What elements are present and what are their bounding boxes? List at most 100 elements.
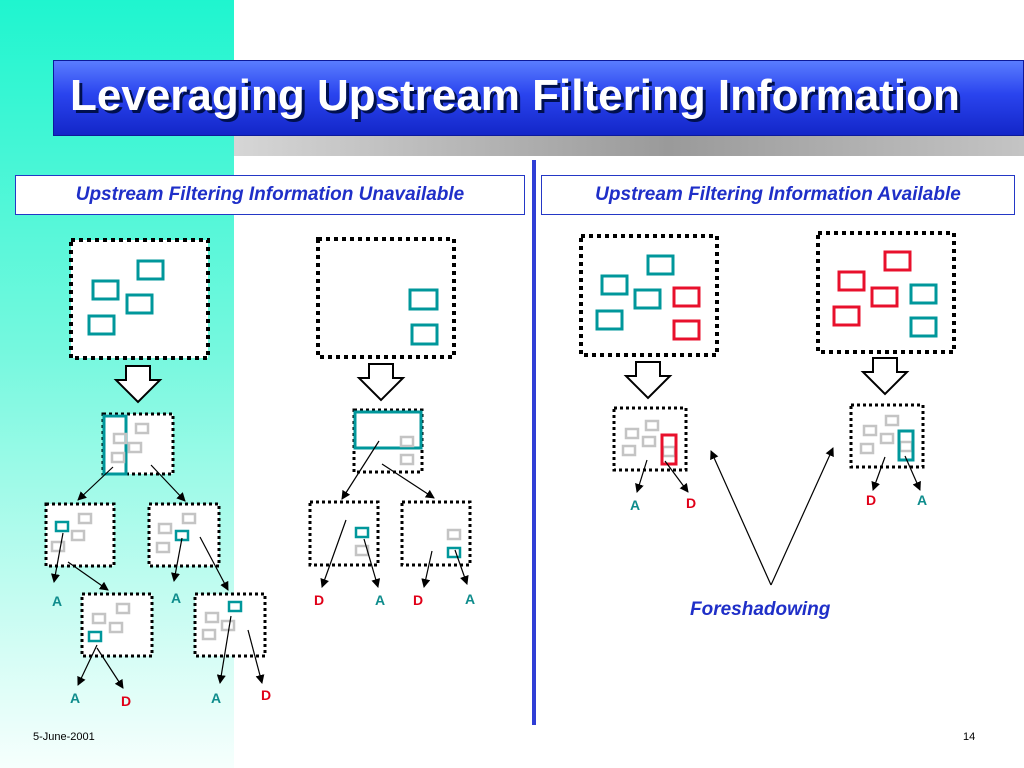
foreshadowing-arrow [710, 450, 772, 586]
diagram-edges [51, 440, 921, 689]
edge [77, 644, 98, 686]
gray-filter [204, 611, 220, 624]
router-node [400, 500, 472, 567]
red-filter [837, 270, 866, 292]
teal-filter [87, 630, 103, 643]
diagram-nodes [44, 231, 956, 658]
right-panel-heading: Upstream Filtering Information Available [541, 175, 1015, 215]
edge [77, 466, 114, 501]
gray-filter [134, 422, 150, 435]
gray-filter [644, 419, 660, 432]
edge [421, 550, 433, 588]
teal-filter [136, 259, 165, 281]
title-bar [53, 60, 1024, 136]
teal-filter [646, 254, 675, 276]
gray-filter [621, 444, 637, 457]
red-filter [660, 433, 678, 466]
gray-filter [155, 541, 171, 554]
gray-filter [110, 451, 126, 464]
gray-filter [641, 435, 657, 448]
teal-filter [600, 274, 629, 296]
left-panel-heading: Upstream Filtering Information Unavailab… [15, 175, 525, 215]
input-filter-box [316, 237, 456, 359]
teal-filter [633, 288, 662, 310]
edge [171, 537, 183, 582]
edge [381, 463, 435, 499]
accept-label: A [375, 592, 385, 608]
accept-label: A [211, 690, 221, 706]
discard-label: D [686, 495, 696, 511]
teal-filter [354, 526, 370, 539]
teal-filter [897, 429, 915, 462]
gray-filter [108, 621, 124, 634]
title-shadow-bar [234, 136, 1024, 156]
teal-filter [87, 314, 116, 336]
teal-filter [102, 414, 128, 476]
edge [150, 464, 186, 502]
red-filter [832, 305, 861, 327]
discard-label: D [413, 592, 423, 608]
gray-filter [859, 442, 875, 455]
gray-filter [624, 427, 640, 440]
edge [216, 615, 232, 684]
accept-label: A [70, 690, 80, 706]
teal-filter [227, 600, 243, 613]
edge [341, 440, 380, 500]
gray-filter [115, 602, 131, 615]
edge [664, 460, 689, 493]
red-filter [883, 250, 912, 272]
footer-page-number: 14 [963, 731, 976, 743]
accept-label: A [465, 591, 475, 607]
red-filter [870, 286, 899, 308]
accept-label: A [171, 590, 181, 606]
slide-title: Leveraging Upstream Filtering Informatio… [70, 71, 960, 120]
discard-label: D [261, 687, 271, 703]
gray-filter [399, 435, 415, 448]
gray-filter [879, 432, 895, 445]
teal-filter [125, 293, 154, 315]
teal-filter [909, 283, 938, 305]
gray-filter [70, 529, 86, 542]
gray-filter [77, 512, 93, 525]
discard-label: D [866, 492, 876, 508]
gray-filter [181, 512, 197, 525]
gray-filter [354, 544, 370, 557]
footer-date: 5-June-2001 [33, 731, 95, 743]
accept-label: A [917, 492, 927, 508]
foreshadowing-label: Foreshadowing [690, 599, 831, 620]
teal-filter [408, 288, 439, 311]
edge [904, 455, 921, 491]
down-block-arrow [113, 365, 163, 404]
edge [96, 647, 124, 689]
edge [51, 532, 64, 583]
down-block-arrow [356, 363, 406, 402]
gray-filter [91, 612, 107, 625]
panel-divider [532, 160, 536, 725]
gray-filter [201, 628, 217, 641]
gray-filter [157, 522, 173, 535]
gray-filter [446, 528, 462, 541]
diagram-labels: A A A D A D D A D A A D D A [52, 492, 927, 709]
discard-label: D [314, 592, 324, 608]
discard-label: D [121, 693, 131, 709]
edge [363, 538, 381, 588]
edge [320, 519, 347, 588]
teal-filter [353, 410, 423, 450]
foreshadowing-arrow [770, 447, 834, 586]
accept-label: A [52, 593, 62, 609]
teal-filter [909, 316, 938, 338]
gray-filter [862, 424, 878, 437]
edge [454, 549, 469, 585]
teal-filter [410, 323, 439, 346]
gray-filter [50, 540, 66, 553]
edge [871, 456, 886, 491]
down-block-arrow [623, 361, 673, 400]
gray-filter [220, 619, 236, 632]
down-block-arrow [860, 357, 910, 396]
red-filter [672, 286, 701, 308]
edge [199, 536, 229, 591]
teal-filter [595, 309, 624, 331]
edge [247, 629, 265, 684]
gray-filter [127, 441, 143, 454]
accept-label: A [630, 497, 640, 513]
